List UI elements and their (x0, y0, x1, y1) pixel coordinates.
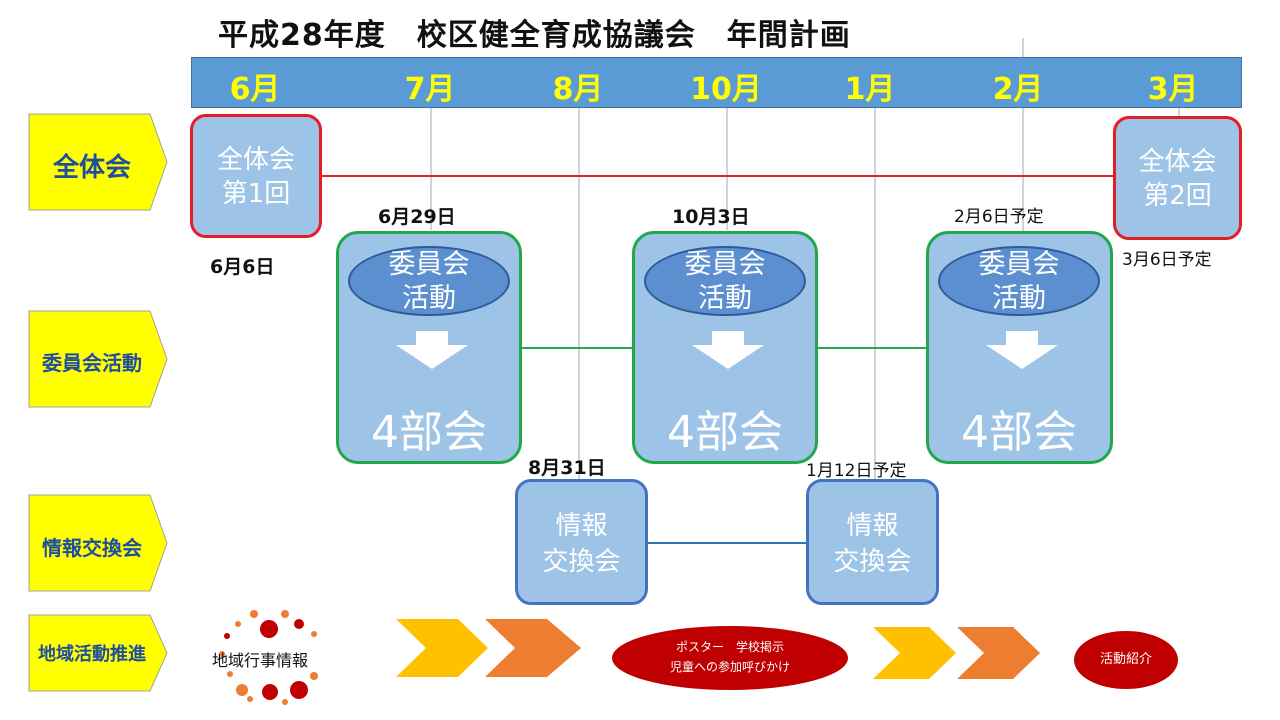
committee-1-box: 委員会 活動 4部会 (336, 231, 522, 464)
committee-1-date: 6月29日 (378, 206, 456, 228)
category-committee-label: 委員会活動 (42, 351, 142, 375)
committee-3-oval-line1: 委員会 (978, 249, 1060, 280)
category-plenary: 全体会 (28, 113, 168, 211)
month-jul: 7月 (404, 72, 456, 107)
timeline-line-jan (874, 108, 876, 488)
dot-ring-icon (219, 610, 318, 705)
committee-1-bottom: 4部会 (371, 407, 487, 458)
month-oct: 10月 (690, 72, 762, 107)
category-exchange: 情報交換会 (28, 494, 168, 592)
committee-1-oval: 委員会 活動 (348, 246, 510, 316)
timeline-line-feb (1022, 38, 1024, 238)
down-arrow-icon (692, 331, 764, 369)
committee-2-bottom: 4部会 (667, 407, 783, 458)
committee-3-bottom: 4部会 (961, 407, 1077, 458)
committee-3-oval: 委員会 活動 (938, 246, 1100, 316)
committee-3-date: 2月6日予定 (954, 207, 1044, 227)
exchange-2-line1: 情報 (846, 511, 899, 541)
exchange-2-line2: 交換会 (833, 547, 912, 577)
activity-intro-label: 活動紹介 (1099, 652, 1152, 667)
month-feb: 2月 (992, 72, 1044, 107)
category-committee: 委員会活動 (28, 310, 168, 408)
exchange-1-line1: 情報 (555, 511, 608, 541)
committee-2-oval-line1: 委員会 (684, 249, 766, 280)
timeline-line-oct (726, 108, 728, 230)
plenary-second-line2: 第2回 (1143, 181, 1212, 211)
plenary-second-line1: 全体会 (1138, 147, 1217, 177)
month-band (191, 57, 1242, 108)
category-community-label: 地域活動推進 (38, 644, 146, 665)
down-arrow-icon (396, 331, 468, 369)
exchange-1-date: 8月31日 (528, 457, 606, 479)
timeline-line-aug (578, 108, 580, 488)
committee-2-oval-line2: 活動 (698, 283, 752, 314)
category-plenary-label: 全体会 (52, 153, 131, 183)
poster-oval: ポスター 学校掲示 児童への参加呼びかけ (612, 626, 848, 690)
poster-line2: 児童への参加呼びかけ (669, 660, 790, 674)
exchange-1-line2: 交換会 (542, 547, 621, 577)
month-mar: 3月 (1147, 72, 1199, 107)
committee-2-oval: 委員会 活動 (644, 246, 806, 316)
committee-1-oval-line2: 活動 (402, 283, 456, 314)
chevron-arrows-icon (873, 627, 1040, 679)
down-arrow-icon (986, 331, 1058, 369)
activity-intro-oval: 活動紹介 (1074, 631, 1178, 689)
exchange-2-box: 情報 交換会 (806, 479, 939, 605)
community-info-label: 地域行事情報 (212, 651, 309, 670)
plenary-second-date: 3月6日予定 (1122, 250, 1212, 270)
category-community: 地域活動推進 (28, 614, 168, 692)
plenary-first-line1: 全体会 (216, 145, 295, 175)
poster-line1: ポスター 学校掲示 (675, 640, 784, 654)
committee-2-date: 10月3日 (672, 206, 750, 228)
committee-connector-1 (521, 347, 633, 349)
plenary-connector (322, 175, 1114, 177)
exchange-2-date: 1月12日予定 (806, 461, 907, 481)
category-exchange-label: 情報交換会 (42, 536, 142, 560)
chevron-arrows-icon (396, 619, 581, 677)
timeline-line-mar (1178, 108, 1180, 118)
plenary-first-box: 全体会 第1回 (190, 114, 322, 238)
plenary-first-line2: 第1回 (221, 179, 291, 209)
committee-connector-2 (817, 347, 928, 349)
plenary-second-box: 全体会 第2回 (1113, 116, 1242, 240)
plenary-first-date: 6月6日 (210, 256, 275, 278)
month-jan: 1月 (844, 72, 896, 107)
timeline-line-jul (430, 108, 432, 230)
exchange-connector (647, 542, 808, 544)
page-title: 平成28年度 校区健全育成協議会 年間計画 (218, 18, 851, 53)
month-jun: 6月 (229, 72, 281, 107)
committee-2-box: 委員会 活動 4部会 (632, 231, 818, 464)
committee-3-box: 委員会 活動 4部会 (926, 231, 1113, 464)
committee-3-oval-line2: 活動 (992, 283, 1046, 314)
committee-1-oval-line1: 委員会 (388, 249, 470, 280)
exchange-1-box: 情報 交換会 (515, 479, 648, 605)
month-aug: 8月 (552, 72, 604, 107)
